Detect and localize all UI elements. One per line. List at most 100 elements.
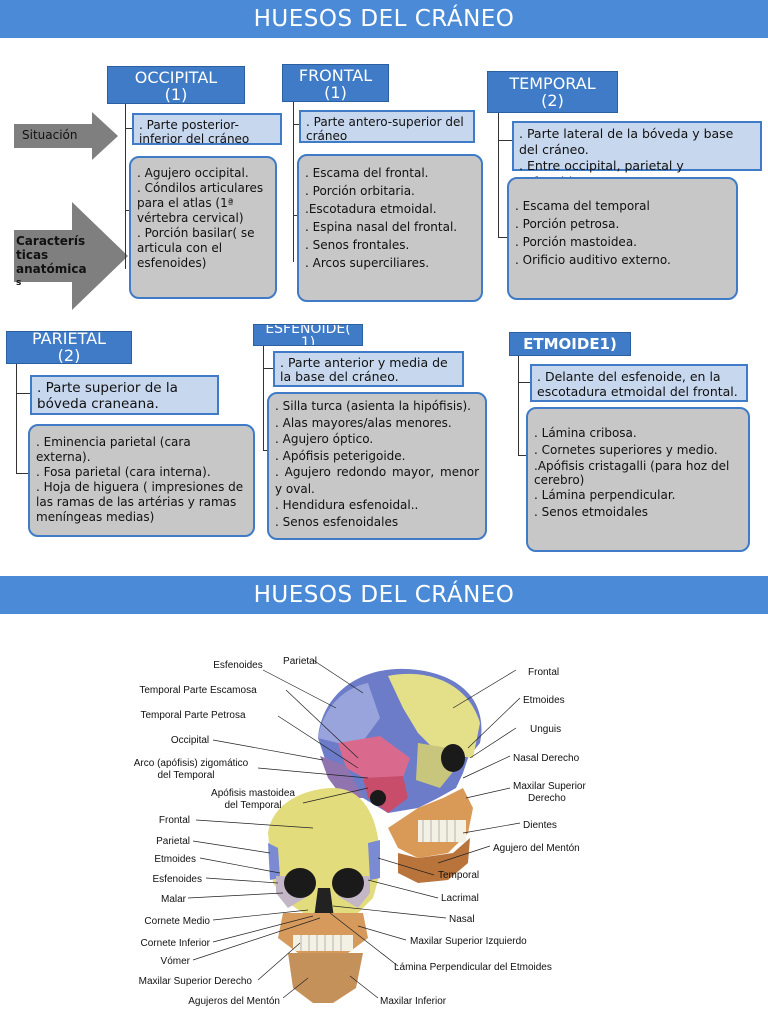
- temporal-feature: . Porción petrosa.: [515, 217, 620, 231]
- label-malar: Malar: [161, 894, 187, 905]
- esfenoide-feature: . Silla turca (asienta la hipófisis).: [275, 399, 471, 413]
- frontal-feature: . Escama del frontal.: [305, 166, 429, 180]
- frontal-title: FRONTAL (1): [282, 64, 389, 102]
- label-vomer: Vómer: [161, 956, 191, 967]
- occipital-feature: . Cóndilos articulares para el atlas (1ª…: [137, 181, 264, 225]
- occipital-connector: [125, 104, 126, 269]
- caracteristicas-arrow-label: Caracterís ticas anatómica s: [16, 234, 87, 290]
- label-occipital: Occipital: [171, 735, 209, 746]
- label-parietal-front: Parietal: [156, 836, 190, 847]
- esfenoide-connector: [263, 450, 267, 451]
- esfenoide-connector: [263, 346, 264, 451]
- parietal-title: PARIETAL (2): [6, 331, 132, 364]
- parietal-feature: . Fosa parietal (cara interna).: [36, 465, 211, 479]
- label-lacrimal: Lacrimal: [441, 893, 479, 904]
- label-maxilar-superior-derecho: Maxilar Superior: [513, 781, 586, 792]
- temporal-situacion: . Parte lateral de la bóveda y base del …: [512, 121, 762, 189]
- label-esfenoides-front: Esfenoides: [153, 874, 202, 885]
- occipital-feature: . Agujero occipital.: [137, 166, 249, 180]
- etmoide-title: ETMOIDE1): [509, 332, 631, 356]
- parietal-feature: . Hoja de higuera ( impresiones de las r…: [36, 480, 244, 524]
- esfenoide-title-name: ESFENOIDE(: [265, 324, 351, 337]
- label-temporal-escamosa: Temporal Parte Escamosa: [139, 685, 257, 696]
- situacion-arrow: [14, 112, 118, 160]
- label-arco-zigomatico: Arco (apófisis) zigomático: [134, 758, 249, 769]
- esfenoide-feature: . Agujero redondo mayor, menor y oval.: [275, 465, 479, 496]
- frontal-feature: . Senos frontales.: [305, 238, 410, 252]
- frontal-situacion: . Parte antero-superior del cráneo: [299, 110, 475, 143]
- label-temporal-front: Temporal: [438, 870, 479, 881]
- frontal-title-name: FRONTAL: [298, 66, 373, 85]
- temporal-title-count: (2): [541, 91, 564, 110]
- temporal-title: TEMPORAL (2): [487, 71, 618, 113]
- situacion-arrow-label: Situación: [22, 128, 78, 142]
- temporal-feature: . Escama del temporal: [515, 199, 650, 213]
- etmoide-connector: [518, 356, 519, 456]
- temporal-connector: [498, 237, 507, 238]
- label-parietal-lateral: Parietal: [283, 656, 317, 667]
- skull-illustration: Esfenoides Temporal Parte Escamosa Tempo…: [134, 656, 587, 1007]
- occipital-feature: . Porción basilar( se articula con el es…: [137, 226, 255, 270]
- etmoide-feature: . Lámina cribosa.: [534, 426, 637, 440]
- esfenoide-feature: . Agujero óptico.: [275, 432, 374, 446]
- frontal-feature: . Porción orbitaria.: [305, 184, 415, 198]
- esfenoide-connector: [263, 368, 273, 369]
- leader-lines: [187, 659, 521, 999]
- etmoide-title-name: ETMOIDE1): [523, 335, 617, 353]
- esfenoide-feature: . Hendidura esfenoidal..: [275, 498, 419, 512]
- frontal-title-count: (1): [324, 83, 347, 102]
- parietal-title-name: PARIETAL: [32, 331, 106, 348]
- temporal-connector: [498, 113, 499, 238]
- label-maxilar-inferior: Maxilar Inferior: [380, 996, 447, 1007]
- label-cornete-inferior: Cornete Inferior: [141, 938, 211, 949]
- temporal-feature: . Orificio auditivo externo.: [515, 253, 671, 267]
- occipital-title-name: OCCIPITAL: [134, 68, 218, 87]
- etmoide-feature: .Apófisis cristagalli (para hoz del cere…: [534, 459, 730, 487]
- parietal-connector: [16, 473, 28, 474]
- parietal-connector: [16, 393, 30, 394]
- esfenoide-caracteristicas: . Silla turca (asienta la hipófisis). . …: [267, 392, 487, 540]
- parietal-title-count: (2): [57, 346, 81, 364]
- label-dientes: Dientes: [523, 820, 557, 831]
- parietal-caracteristicas: . Eminencia parietal (cara externa). . F…: [28, 424, 255, 537]
- occipital-caracteristicas: . Agujero occipital. . Cóndilos articula…: [129, 156, 277, 299]
- etmoide-feature: . Lámina perpendicular.: [534, 488, 676, 502]
- temporal-situacion-line: . Parte lateral de la bóveda y base del …: [519, 126, 734, 157]
- etmoide-situacion: . Delante del esfenoide, en la escotadur…: [530, 364, 748, 402]
- esfenoide-title: ESFENOIDE( 1): [253, 324, 363, 346]
- occipital-connector: [125, 128, 132, 129]
- esfenoide-title-count: 1): [300, 335, 316, 346]
- label-cornete-medio: Cornete Medio: [144, 916, 210, 927]
- label-arco-zigomatico-line2: del Temporal: [157, 770, 214, 781]
- label-lamina-perpendicular: Lámina Perpendicular del Etmoides: [394, 962, 552, 973]
- label-unguis: Unguis: [530, 724, 561, 735]
- label-maxilar-superior-derecho-line2: Derecho: [528, 793, 566, 804]
- label-etmoides-front: Etmoides: [154, 854, 196, 865]
- etmoide-feature: . Cornetes superiores y medio.: [534, 443, 718, 457]
- label-frontal-lateral: Frontal: [528, 667, 559, 678]
- frontal-connector: [293, 102, 294, 262]
- frontal-feature: . Espina nasal del frontal.: [305, 220, 458, 234]
- top-banner: HUESOS DEL CRÁNEO: [0, 0, 768, 38]
- temporal-title-name: TEMPORAL: [509, 74, 596, 93]
- label-temporal-petrosa: Temporal Parte Petrosa: [140, 710, 245, 721]
- esfenoide-feature: . Apófisis peterigoide.: [275, 448, 406, 463]
- esfenoide-feature: . Senos esfenoidales: [275, 514, 399, 529]
- label-maxilar-superior-izquierdo: Maxilar Superior Izquierdo: [410, 936, 527, 947]
- etmoide-connector: [518, 455, 526, 456]
- etmoide-caracteristicas: . Lámina cribosa. . Cornetes superiores …: [526, 407, 750, 552]
- temporal-connector: [498, 140, 512, 141]
- caracteristicas-label-line: ticas: [16, 248, 49, 262]
- frontal-caracteristicas: . Escama del frontal. . Porción orbitari…: [297, 154, 483, 302]
- occipital-title-count: (1): [164, 85, 188, 104]
- label-frontal-front: Frontal: [159, 815, 190, 826]
- label-apofisis-mastoidea: Apófisis mastoidea: [211, 788, 295, 799]
- label-esfenoides: Esfenoides: [213, 660, 262, 671]
- caracteristicas-label-line: s: [16, 278, 22, 288]
- parietal-connector: [16, 364, 17, 474]
- caracteristicas-arrow: [14, 202, 128, 310]
- parietal-feature: . Eminencia parietal (cara externa).: [36, 435, 191, 464]
- lateral-skull: [318, 668, 482, 883]
- label-nasal-derecho: Nasal Derecho: [513, 753, 580, 764]
- etmoide-connector: [518, 382, 530, 383]
